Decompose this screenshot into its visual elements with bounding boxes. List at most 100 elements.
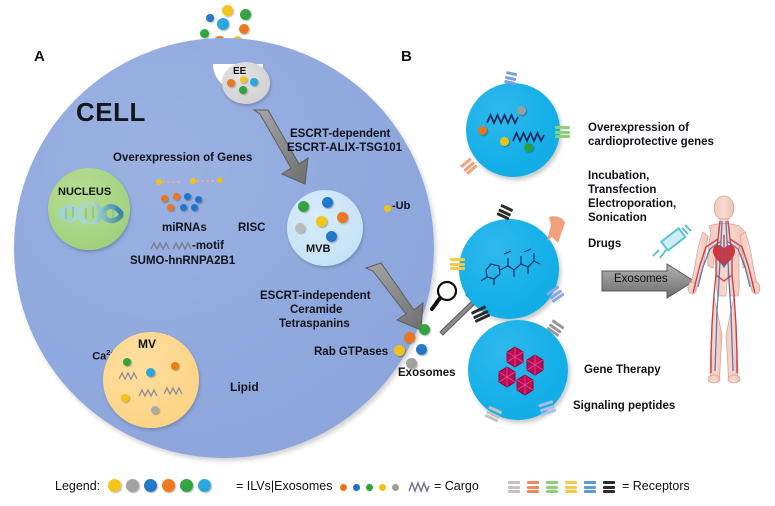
ubiquitin-dot-icon	[384, 205, 391, 212]
mvb-ilv-dot-3	[315, 215, 327, 227]
legend-cargo-dot-0	[340, 484, 347, 491]
sumo-hnrnpa2b1-label: SUMO-hnRNPA2B1	[130, 255, 236, 267]
human-body-circulation-icon	[687, 195, 761, 384]
methods-line3: Electroporation,	[588, 198, 677, 210]
ub-label: -Ub	[392, 200, 411, 212]
risc-label: RISC	[238, 222, 266, 234]
mirna-dot-3	[194, 195, 202, 203]
legend-receptor-3	[565, 481, 577, 495]
mv-cargo-dots	[103, 332, 199, 428]
overexpression-cardio-line1: Overexpression of	[588, 122, 689, 134]
mirna-dot-0	[160, 194, 168, 202]
mirna-dot-1	[172, 192, 180, 200]
overexpression-cardio-line2: cardioprotective genes	[588, 136, 714, 148]
legend-receptors-label: = Receptors	[622, 479, 690, 493]
overexpression-of-genes-label: Overexpression of Genes	[113, 152, 253, 164]
methods-line2: Transfection	[588, 184, 657, 196]
legend-receptor-5	[603, 481, 615, 495]
mv-cargo-dot-0	[123, 358, 131, 366]
exosomes-arrow-label: Exosomes	[614, 273, 668, 285]
mvb-ilv-dot-2	[336, 211, 348, 223]
legend-ilvs-label: = ILVs|Exosomes	[236, 479, 333, 493]
legend-ilv-dot-1	[126, 479, 139, 492]
mvb-ilv-dot-5	[325, 230, 337, 242]
exosomes-delivery-arrow	[601, 263, 695, 299]
budding-vesicle-5	[239, 24, 249, 34]
exosomes-label-panel-a: Exosomes	[398, 367, 456, 379]
budding-vesicle-1	[221, 4, 233, 16]
legend-cargo-dot-4	[392, 484, 399, 491]
dna-helix-icon	[58, 202, 124, 224]
legend-cargo-dot-1	[353, 484, 360, 491]
mvb-ilv-dot-4	[295, 223, 305, 233]
mv-cargo-dot-2	[171, 362, 179, 370]
legend-cargo-rna-icon	[408, 481, 430, 493]
mvb-ilv-dot-1	[321, 196, 333, 208]
mv-cargo-dot-3	[121, 394, 129, 402]
legend-ilv-dot-0	[108, 479, 121, 492]
escrt-dependent-line2: ESCRT-ALIX-TSG101	[287, 142, 403, 154]
legend-title: Legend:	[55, 479, 101, 493]
receptor-green-top	[555, 126, 570, 140]
lipid-label: Lipid	[230, 380, 259, 394]
mirna-dot-6	[190, 203, 198, 211]
exosome-dot-0	[418, 323, 430, 335]
ee-cargo-dots	[222, 62, 270, 104]
legend-receptor-0	[508, 481, 520, 495]
exosome-dot-4	[405, 357, 417, 369]
ee-label: EE	[233, 66, 247, 77]
mirna-dot-5	[179, 203, 187, 211]
exosome-dot-3	[415, 343, 427, 355]
legend-cargo-label: = Cargo	[434, 479, 479, 493]
ee-cargo-dot-2	[250, 78, 258, 86]
calcium-text: Ca	[92, 350, 107, 363]
transfection-pointer-icon	[547, 216, 565, 243]
mvb-to-membrane-arrow	[364, 262, 424, 331]
budding-vesicle-3	[199, 28, 209, 38]
drug-molecule-structure-icon	[480, 248, 541, 285]
legend-ilv-dot-2	[144, 479, 157, 492]
mv-label: MV	[138, 337, 156, 351]
escrt-independent-line3: Tetraspanins	[279, 318, 350, 330]
legend-receptor-2	[546, 481, 558, 495]
legend: Legend: = ILVs|Exosomes = Cargo = Recept…	[0, 470, 775, 506]
panel-b-letter: B	[401, 48, 412, 65]
legend-cargo-dot-3	[379, 484, 386, 491]
mvb-ilv-dots	[287, 190, 363, 266]
magnifier-icon	[430, 280, 458, 311]
mvb-label: MVB	[306, 243, 331, 255]
legend-ilv-dot-5	[198, 479, 211, 492]
exosome-dot-1	[403, 331, 415, 343]
mrna-strands-icon	[156, 177, 223, 185]
exosome-top-dot-3	[523, 142, 533, 152]
gene-therapy-label: Gene Therapy	[584, 364, 661, 376]
mv-cargo-dot-1	[145, 367, 155, 377]
legend-receptor-swatches	[508, 478, 620, 496]
ee-cargo-dot-0	[227, 79, 235, 87]
methods-line4: Sonication	[588, 212, 647, 224]
rna-zigzag-icon-2	[512, 130, 545, 144]
nucleus-label: NUCLEUS	[58, 186, 112, 198]
mv-rna-zigzag-icon	[118, 372, 183, 398]
legend-cargo-swatches	[340, 482, 404, 494]
drugs-label: Drugs	[588, 238, 622, 250]
receptor-yellow-mid	[450, 258, 465, 272]
budding-vesicle-4	[217, 18, 229, 30]
mirna-dot-cloud	[158, 182, 213, 218]
syringe-icon	[652, 224, 692, 259]
budding-vesicle-0	[206, 14, 214, 22]
signaling-peptides-label: Signaling peptides	[573, 400, 676, 412]
escrt-dependent-arrow	[252, 109, 309, 185]
mvb-ilv-dot-0	[297, 200, 309, 212]
escrt-independent-line2: Ceramide	[290, 304, 343, 316]
escrt-dependent-line1: ESCRT-dependent	[290, 128, 391, 140]
exosome-drugs	[459, 219, 559, 319]
mv-cargo-dot-4	[151, 406, 159, 414]
methods-line1: Incubation,	[588, 170, 650, 182]
exosome-dot-2	[393, 344, 405, 356]
panel-a-letter: A	[34, 48, 45, 65]
motif-zigzag-icon	[150, 241, 192, 251]
legend-cargo-dot-2	[366, 484, 373, 491]
exosome-top-dot-0	[516, 105, 526, 115]
